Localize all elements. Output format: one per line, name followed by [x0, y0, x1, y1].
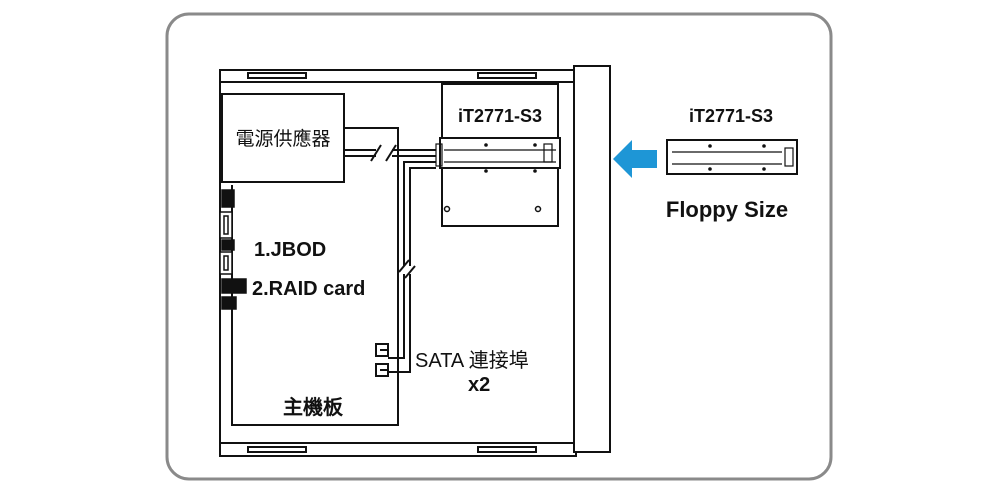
- jbod-label: 1.JBOD: [254, 239, 326, 261]
- module-model-label: iT2771-S3: [689, 106, 773, 126]
- motherboard: [231, 127, 399, 426]
- floppy-size-label: Floppy Size: [666, 197, 788, 222]
- power-supply-box: [221, 93, 345, 183]
- sata-ports-label: SATA 連接埠: [415, 349, 529, 372]
- raid-card-label: 2.RAID card: [252, 278, 365, 300]
- power-cable: [344, 144, 436, 162]
- sata-count-label: x2: [468, 374, 490, 396]
- slot-connectors: [219, 189, 247, 310]
- motherboard-label: 主機板: [283, 395, 344, 419]
- it2771-module: [666, 139, 798, 175]
- drive-bay: [435, 83, 561, 227]
- computer-case: [219, 65, 611, 457]
- power-supply-label: 電源供應器: [235, 127, 330, 150]
- module-screw-holes: [708, 144, 766, 171]
- sata-cables: [388, 161, 436, 373]
- sata-port-connectors: [375, 343, 389, 377]
- bay-model-label: iT2771-S3: [458, 106, 542, 126]
- arrow-left-icon: [613, 140, 657, 178]
- bay-screw-holes: [443, 143, 542, 213]
